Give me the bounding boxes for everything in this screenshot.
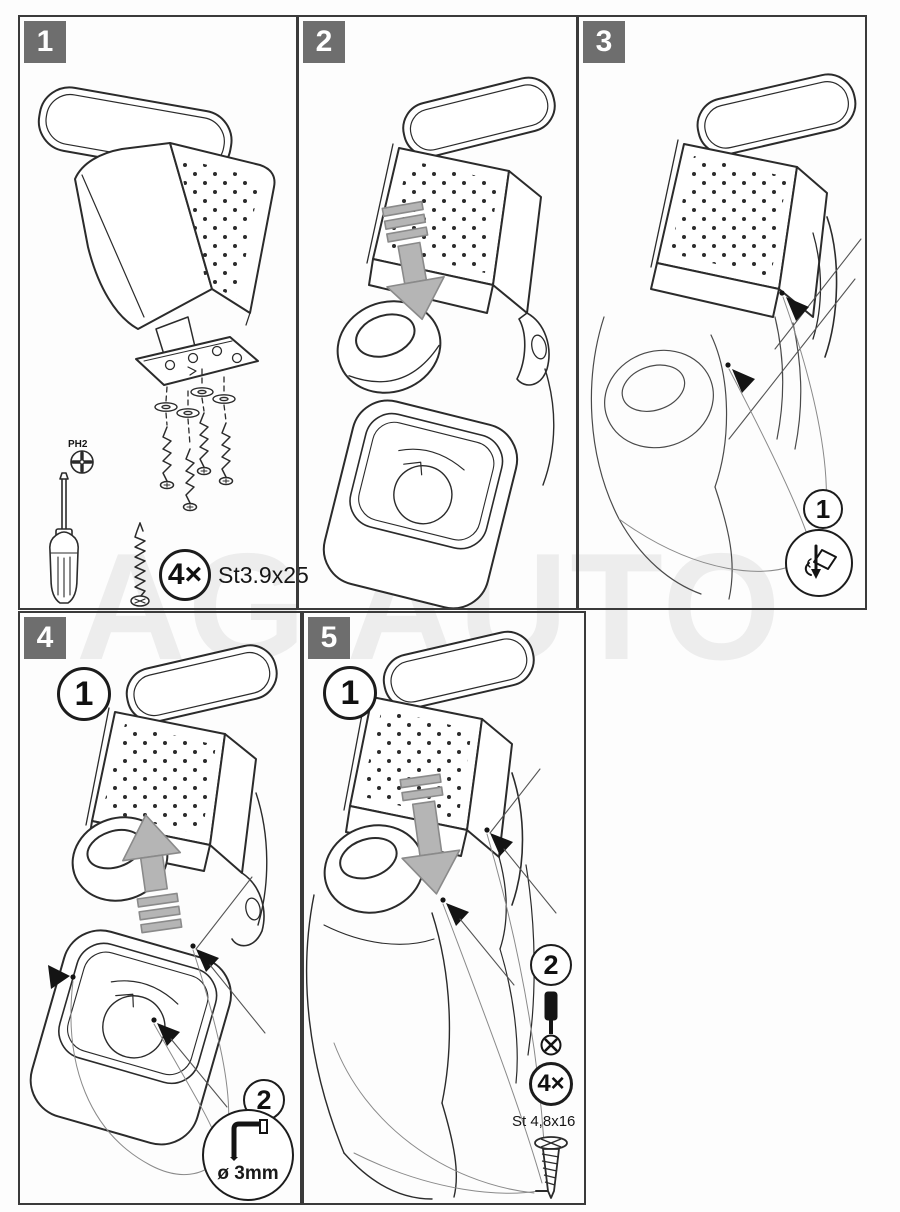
screw-spec-label: St 4,8x16 <box>512 1113 576 1130</box>
step-panel-5: 5 <box>302 611 586 1205</box>
drill-icon <box>230 1119 268 1161</box>
armrest-mark-points-drawing <box>590 73 862 600</box>
phillips-bit-icon <box>540 991 562 1056</box>
armrest-remove-drill-drawing <box>29 644 278 1176</box>
callout-1: 1 <box>803 489 843 529</box>
screw-spec-label: St3.9x25 <box>218 562 309 588</box>
armrest-base <box>336 300 442 394</box>
screw-icon <box>534 1136 568 1199</box>
bit-size-label: PH2 <box>68 439 88 450</box>
console-box <box>29 929 232 1146</box>
armrest-base <box>323 824 425 914</box>
step-number-badge: 2 <box>303 21 345 63</box>
step-panel-1: 1 <box>18 15 309 610</box>
step-number-badge: 4 <box>24 617 66 659</box>
armrest-pad <box>696 73 857 156</box>
armrest-final-fix-drawing <box>305 630 557 1200</box>
down-arrow <box>381 200 445 321</box>
quantity-label: 4× <box>167 558 203 591</box>
callout-2-label: 2 <box>256 1084 272 1115</box>
mark-with-pencil-icon <box>785 529 853 597</box>
step-panel-4: 4 <box>18 611 302 1205</box>
step-number-badge: 1 <box>24 21 66 63</box>
screws <box>159 412 234 512</box>
mounting-plate <box>135 336 259 386</box>
washers <box>154 387 236 418</box>
callout-1: 1 <box>323 666 377 720</box>
quantity-label: 4× <box>537 1070 565 1097</box>
drill-size-label: ø 3mm <box>217 1163 279 1184</box>
step-panel-3: 3 <box>577 15 867 610</box>
callout-1-label: 1 <box>74 674 94 713</box>
step-number-badge: 3 <box>583 21 625 63</box>
callout-1-label: 1 <box>815 493 831 524</box>
armrest-pad <box>402 76 556 158</box>
callout-1: 1 <box>57 667 111 721</box>
screw-point-arrows <box>446 833 513 926</box>
screw-icon <box>130 522 150 607</box>
drill-point-arrows <box>48 949 219 1046</box>
snap-point-arrows <box>732 297 809 393</box>
screwdriver-icon <box>49 472 79 604</box>
armrest-pad <box>125 644 278 723</box>
hand-pencil-icon <box>804 544 837 579</box>
armrest-exploded-drawing <box>37 86 276 607</box>
callout-2: 2 <box>530 944 572 986</box>
step-panel-2: 2 <box>297 15 578 610</box>
ph2-bit-icon <box>70 450 94 474</box>
step-number-badge: 5 <box>308 617 350 659</box>
callout-1-label: 1 <box>340 673 360 712</box>
up-arrow <box>122 814 183 934</box>
drill-detail-circle: ø 3mm <box>202 1109 294 1201</box>
down-arrow <box>399 773 461 895</box>
console-box <box>322 399 519 608</box>
callout-2-label: 2 <box>543 949 559 980</box>
armrest-insert-drawing <box>322 76 556 608</box>
quantity-callout: 4× <box>529 1062 573 1106</box>
quantity-callout: 4× <box>159 549 211 601</box>
armrest-pad <box>382 630 535 710</box>
